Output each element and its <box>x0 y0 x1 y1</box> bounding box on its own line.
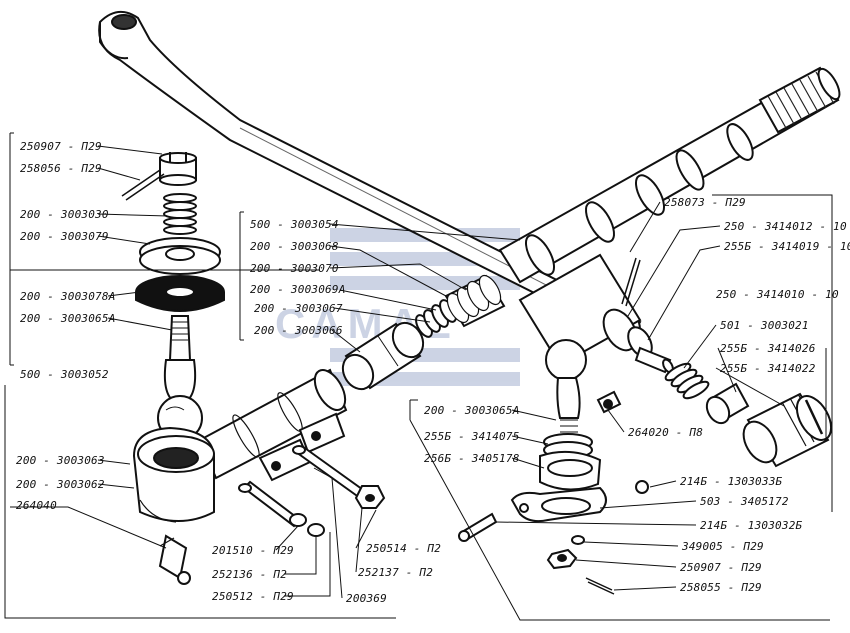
callout-264020-p8: 264020 - П8 <box>628 426 703 439</box>
right-joint-parts <box>458 257 833 595</box>
callout-255b-3414019-10: 255Б - 3414019 - 10 <box>724 240 850 253</box>
cotter-pin-bottom <box>585 577 615 595</box>
callout-255b-3414022: 255Б - 3414022 <box>720 362 816 375</box>
left-joint-parts <box>121 152 225 441</box>
cotter-pin-right <box>621 257 641 307</box>
spring <box>163 193 197 235</box>
callout-200-3003070: 200 - 3003070 <box>250 262 339 275</box>
seat-cup <box>705 382 750 425</box>
hex-nut <box>546 548 578 570</box>
callout-214b-1303033b: 214Б - 1303033Б <box>680 475 783 488</box>
center-parts <box>341 274 506 391</box>
callout-252136-p2: 252136 - П2 <box>212 568 287 581</box>
callout-252137-p2: 252137 - П2 <box>358 566 433 579</box>
callout-349005-p29: 349005 - П29 <box>681 540 764 553</box>
callout-200-3003079: 200 - 3003079 <box>20 230 109 243</box>
leader-lines <box>10 145 827 599</box>
callout-200-3003065a-right: 200 - 3003065А <box>424 404 520 417</box>
callout-201510-p29: 201510 - П29 <box>212 544 294 557</box>
callout-200-3003068: 200 - 3003068 <box>250 240 339 253</box>
plug-cylinder <box>341 321 425 391</box>
callout-200-3003066: 200 - 3003066 <box>254 324 343 337</box>
callout-258073-p29: 258073 - П29 <box>664 196 746 209</box>
ball-pin <box>157 315 203 441</box>
callout-200-3003062: 200 - 3003062 <box>16 478 105 491</box>
callout-250512-p29: 250512 - П29 <box>212 590 294 603</box>
threaded-plug <box>742 392 833 468</box>
callout-503-3405172: 503 - 3405172 <box>700 495 789 508</box>
callout-200-3003030: 200 - 3003030 <box>20 208 109 221</box>
callout-200-3003067: 200 - 3003067 <box>254 302 343 315</box>
washer <box>139 237 221 275</box>
grease-fitting <box>596 390 622 414</box>
callout-200-3003078a: 200 - 3003078А <box>20 290 116 303</box>
callout-258055-p29: 258055 - П29 <box>680 581 762 594</box>
callout-250907-p29-top: 250907 - П29 <box>20 140 102 153</box>
callout-501-3003021: 501 - 3003021 <box>720 319 809 332</box>
callout-256b-3405178: 256Б - 3405178 <box>424 452 520 465</box>
rubber-seal <box>135 275 225 312</box>
callout-258056-p29: 258056 - П29 <box>20 162 102 175</box>
callout-200369: 200369 <box>346 592 387 605</box>
flange-plate <box>539 450 602 491</box>
small-washer <box>571 535 585 545</box>
callout-200-3003069a: 200 - 3003069А <box>250 283 346 296</box>
steering-shaft <box>498 66 841 374</box>
left-housing <box>132 368 348 585</box>
group-brackets <box>4 132 833 621</box>
callout-250-3414010-10: 250 - 3414010 - 10 <box>716 288 839 301</box>
right-spring <box>664 362 710 400</box>
callout-500-3003052: 500 - 3003052 <box>20 368 109 381</box>
castle-nut <box>159 152 197 186</box>
callout-500-3003054: 500 - 3003054 <box>250 218 339 231</box>
callout-264040: 264040 <box>16 499 57 512</box>
grease-nipple <box>158 534 191 585</box>
callout-200-3003063: 200 - 3003063 <box>16 454 105 467</box>
callout-200-3003065a-left: 200 - 3003065А <box>20 312 116 325</box>
small-cap <box>635 480 649 494</box>
callout-labels: 250907 - П29 258056 - П29 200 - 3003030 … <box>16 140 850 605</box>
callout-255b-3414026: 255Б - 3414026 <box>720 342 816 355</box>
threaded-end <box>758 66 841 134</box>
rubber-boot <box>444 274 506 328</box>
cotter-pin <box>121 169 165 201</box>
callout-250-3414012-10: 250 - 3414012 - 10 <box>724 220 847 233</box>
callout-250907-p29-bottom: 250907 - П29 <box>680 561 762 574</box>
ball-stud-right <box>543 339 593 459</box>
callout-255b-3414075: 255Б - 3414075 <box>424 430 520 443</box>
screw <box>458 512 498 542</box>
callout-214b-1303032b: 214Б - 1303032Б <box>700 519 803 532</box>
bracket <box>510 486 607 523</box>
callout-250514-p2: 250514 - П2 <box>366 542 441 555</box>
clamp-bolts <box>238 444 386 537</box>
